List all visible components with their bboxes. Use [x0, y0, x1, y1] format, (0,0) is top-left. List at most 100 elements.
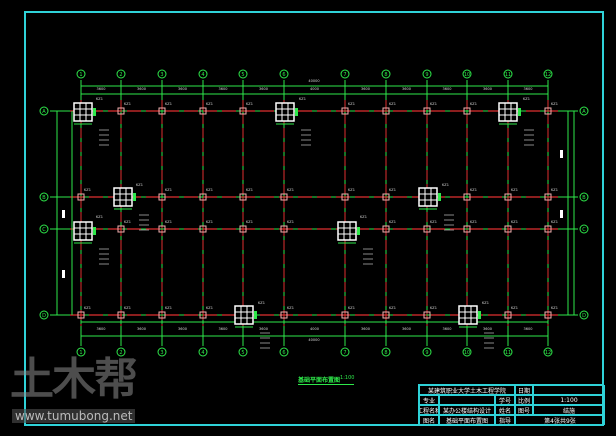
axis-label: 8 [384, 72, 387, 78]
column-label: KZ1 [287, 188, 294, 192]
scale-label: 比例 [515, 395, 533, 405]
column [199, 107, 207, 115]
column [239, 225, 247, 233]
column [341, 311, 349, 319]
dimension-text: 3600 [219, 327, 228, 331]
column-label: KZ1 [258, 301, 265, 305]
axis-label: D [42, 313, 46, 319]
column-label: KZ1 [165, 102, 172, 106]
column-label: KZ1 [206, 188, 213, 192]
axis-bubble [39, 310, 49, 320]
column [117, 107, 125, 115]
column [239, 193, 247, 201]
dimension-text: 3600 [178, 87, 187, 91]
drawing-title: 基础平面布置图1:100 [298, 375, 355, 385]
axis-bubble [157, 347, 167, 357]
major-label: 专业 [419, 395, 439, 405]
column-label: KZ1 [430, 306, 437, 310]
column-label: KZ1 [551, 306, 558, 310]
axis-label: 1 [79, 350, 82, 356]
footing-section-mark [295, 108, 298, 116]
axis-bubble [543, 69, 553, 79]
column-label: KZ1 [124, 306, 131, 310]
name-label: 姓名 [495, 405, 515, 415]
column-label: KZ1 [482, 301, 489, 305]
watermark-url: www.tumubong.net [12, 409, 136, 423]
axis-label: 4 [201, 350, 204, 356]
axis-label: C [582, 227, 586, 233]
dimension-text: 3600 [259, 87, 268, 91]
axis-bubble [422, 69, 432, 79]
column-label: KZ1 [246, 220, 253, 224]
axis-label: 2 [119, 72, 122, 78]
column [341, 107, 349, 115]
column [77, 193, 85, 201]
axis-bubble [238, 69, 248, 79]
column [463, 107, 471, 115]
student-label: 学号 [495, 395, 515, 405]
footing-detail [113, 187, 133, 207]
axis-label: 8 [384, 350, 387, 356]
column [423, 107, 431, 115]
axis-label: 11 [505, 72, 511, 78]
footing-detail [275, 102, 295, 122]
section-marker [62, 270, 65, 278]
dimension-text: 4000 [310, 327, 319, 331]
drawing-name-label: 图名 [419, 415, 439, 425]
dimension-text: 3600 [361, 87, 370, 91]
drawing-no-label: 图号 [515, 405, 533, 415]
column [280, 311, 288, 319]
column-label: KZ1 [246, 102, 253, 106]
axis-label: C [42, 227, 46, 233]
dimension-text: 3600 [259, 327, 268, 331]
column-label: KZ1 [470, 188, 477, 192]
axis-bubble [381, 347, 391, 357]
column [382, 107, 390, 115]
axis-label: 10 [464, 350, 470, 356]
column [544, 107, 552, 115]
sheet-number: 第4张共9张 [515, 415, 605, 425]
axis-label: A [582, 109, 586, 115]
dimension-text: 3600 [219, 87, 228, 91]
column-label: KZ1 [551, 220, 558, 224]
column [463, 193, 471, 201]
column-label: KZ1 [206, 306, 213, 310]
footing-detail [418, 187, 438, 207]
axis-bubble [39, 192, 49, 202]
axis-label: 9 [425, 350, 428, 356]
column [239, 107, 247, 115]
axis-bubble [579, 310, 589, 320]
title-block: 某建筑职业大学土木工程学院 日期 专业 学号 比例 1:100 工程名称 某办公… [418, 384, 605, 426]
column-label: KZ1 [389, 220, 396, 224]
axis-label: 5 [241, 72, 244, 78]
column-label: KZ1 [348, 306, 355, 310]
axis-bubble [198, 69, 208, 79]
axis-bubble [76, 69, 86, 79]
footing-section-mark [93, 108, 96, 116]
column-label: KZ1 [551, 188, 558, 192]
column [544, 311, 552, 319]
column [158, 225, 166, 233]
axis-bubble [503, 69, 513, 79]
dimension-text: 3600 [483, 327, 492, 331]
axis-label: A [42, 109, 46, 115]
column-label: KZ1 [287, 306, 294, 310]
column-label: KZ1 [165, 188, 172, 192]
axis-bubble [116, 347, 126, 357]
axis-label: 5 [241, 350, 244, 356]
column-label: KZ1 [511, 220, 518, 224]
dimension-text: 3600 [137, 87, 146, 91]
column-label: KZ1 [136, 183, 143, 187]
column-label: KZ1 [287, 220, 294, 224]
footing-section-mark [438, 193, 441, 201]
column-label: KZ1 [348, 188, 355, 192]
axis-bubble [238, 347, 248, 357]
column [382, 225, 390, 233]
axis-bubble [340, 347, 350, 357]
column [117, 225, 125, 233]
footing-section-mark [518, 108, 521, 116]
column-label: KZ1 [470, 220, 477, 224]
column-label: KZ1 [165, 306, 172, 310]
column [199, 193, 207, 201]
